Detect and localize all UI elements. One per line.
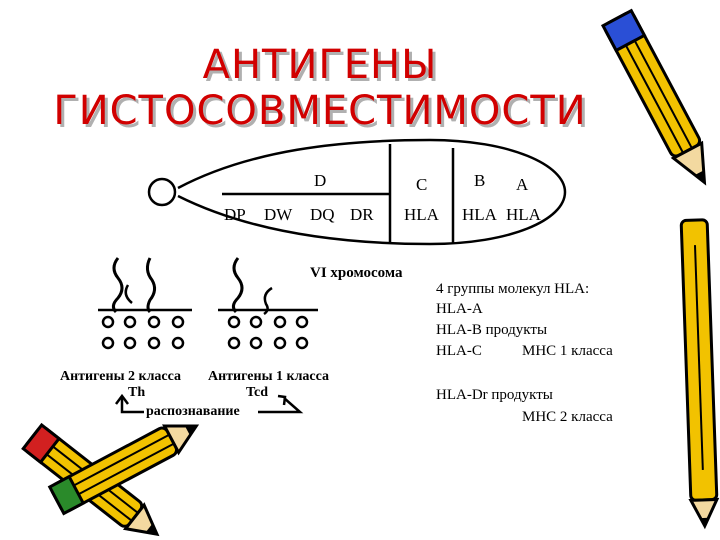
info-hla-dr: HLA-Dr продукты [436, 387, 553, 403]
th-label: Th [128, 385, 146, 400]
locus-dr: DR [350, 205, 374, 224]
class-2-label: Антигены 2 класса [60, 369, 182, 384]
info-hla-b: HLA-B продукты [436, 322, 548, 338]
info-mhc-2: МНС 2 класса [522, 409, 613, 425]
label-d: D [314, 171, 327, 190]
locus-hla-c: HLA [404, 205, 439, 224]
label-b: B [474, 171, 486, 190]
locus-hla-b: HLA [462, 205, 497, 224]
locus-hla-a: HLA [506, 205, 541, 224]
pencil-bottom-left-2-icon [47, 424, 200, 516]
locus-dq: DQ [310, 205, 335, 224]
tcd-label: Tcd [246, 385, 269, 400]
locus-dp: DP [224, 205, 246, 224]
chromosome-shape [147, 138, 567, 246]
class-1-label: Антигены 1 класса [208, 369, 330, 384]
label-a: A [516, 175, 529, 194]
recognition-label: распознавание [146, 404, 240, 419]
locus-dw: DW [264, 205, 293, 224]
cell-class-1 [218, 257, 318, 350]
title-line-2: ГИСТОСОВМЕСТИМОСТИ [53, 88, 587, 134]
recognition-arrows [115, 393, 304, 414]
info-hla-c: HLA-C [436, 343, 482, 359]
pencil-top-right-icon [600, 8, 707, 186]
title-line-1: АНТИГЕНЫ [202, 42, 438, 88]
info-hla-a: HLA-A [436, 301, 483, 317]
info-groups: 4 группы молекул HLA: [436, 281, 590, 297]
pencil-right-icon [679, 218, 720, 530]
chromosome-name: VI хромосома [310, 265, 403, 281]
label-c: C [416, 175, 428, 194]
info-mhc-1: МНС 1 класса [522, 343, 613, 359]
cell-class-2 [98, 257, 192, 350]
